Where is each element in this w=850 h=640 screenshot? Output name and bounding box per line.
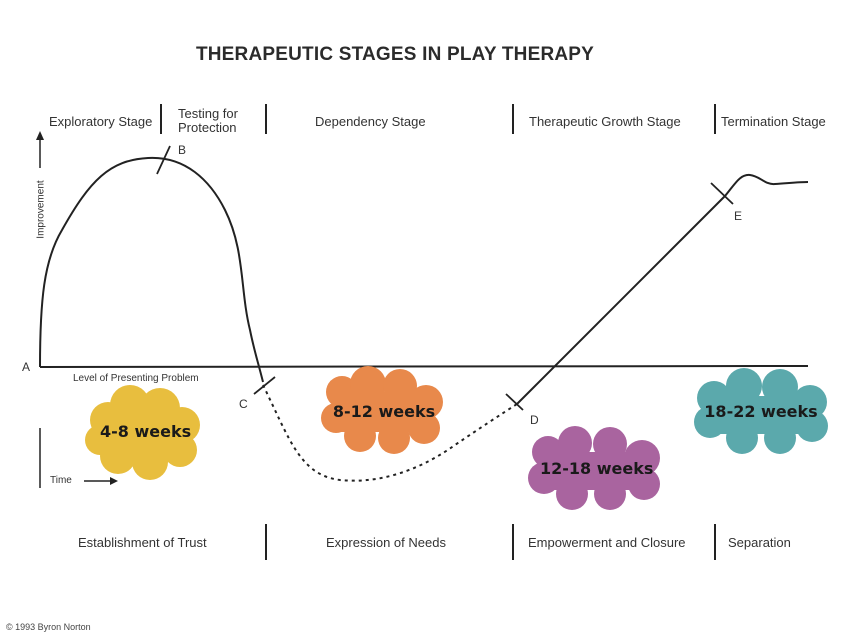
cloud-d3	[528, 426, 660, 510]
outcome-needs: Expression of Needs	[326, 535, 446, 550]
stage-testing: Testing for Protection	[178, 107, 238, 135]
stage-exploratory: Exploratory Stage	[49, 114, 153, 129]
outcome-trust: Establishment of Trust	[78, 535, 207, 550]
stage-divider-2	[265, 104, 267, 134]
cloud-d4	[694, 368, 828, 454]
stage-growth: Therapeutic Growth Stage	[529, 114, 681, 129]
point-b-label: B	[178, 143, 187, 157]
baseline-label: Level of Presenting Problem	[73, 373, 199, 384]
stage-testing-line1: Testing for	[178, 106, 238, 121]
stage-divider-3	[512, 104, 514, 134]
outcome-divider-3	[714, 524, 716, 560]
outcome-empowerment: Empowerment and Closure	[528, 535, 686, 550]
termination-curve	[724, 173, 809, 197]
stage-divider-1	[160, 104, 162, 134]
stage-divider-4	[714, 104, 716, 134]
duration-d1-label: 4-8 weeks	[100, 422, 192, 441]
improvement-curve-ab	[39, 156, 264, 383]
cloud-d2	[321, 366, 443, 454]
stage-dependency: Dependency Stage	[315, 114, 426, 129]
outcome-divider-2	[512, 524, 514, 560]
improvement-axis-label: Improvement	[35, 180, 47, 239]
time-axis-label: Time	[50, 475, 72, 486]
duration-d4-label: 18-22 weeks	[704, 402, 818, 421]
point-a-label: A	[22, 360, 31, 374]
baseline-line	[39, 365, 809, 368]
stage-testing-line2: Protection	[178, 120, 237, 135]
outcome-separation: Separation	[728, 535, 791, 550]
copyright-text: © 1993 Byron Norton	[6, 622, 91, 632]
point-c-label: C	[239, 397, 248, 411]
growth-line-de	[516, 195, 726, 405]
point-d-label: D	[530, 413, 539, 427]
marker-b	[156, 145, 171, 175]
marker-c	[253, 376, 276, 395]
page-title: THERAPEUTIC STAGES IN PLAY THERAPY	[195, 44, 595, 65]
marker-e	[710, 182, 734, 205]
stage-termination: Termination Stage	[721, 114, 826, 129]
duration-d2-label: 8-12 weeks	[332, 402, 436, 421]
cloud-d1	[85, 385, 200, 480]
improvement-axis-arrowhead	[36, 131, 44, 140]
point-e-label: E	[734, 209, 743, 223]
outcome-divider-1	[265, 524, 267, 560]
marker-d	[505, 393, 524, 411]
duration-d3-label: 12-18 weeks	[540, 459, 654, 478]
time-axis-arrowhead	[110, 477, 118, 485]
